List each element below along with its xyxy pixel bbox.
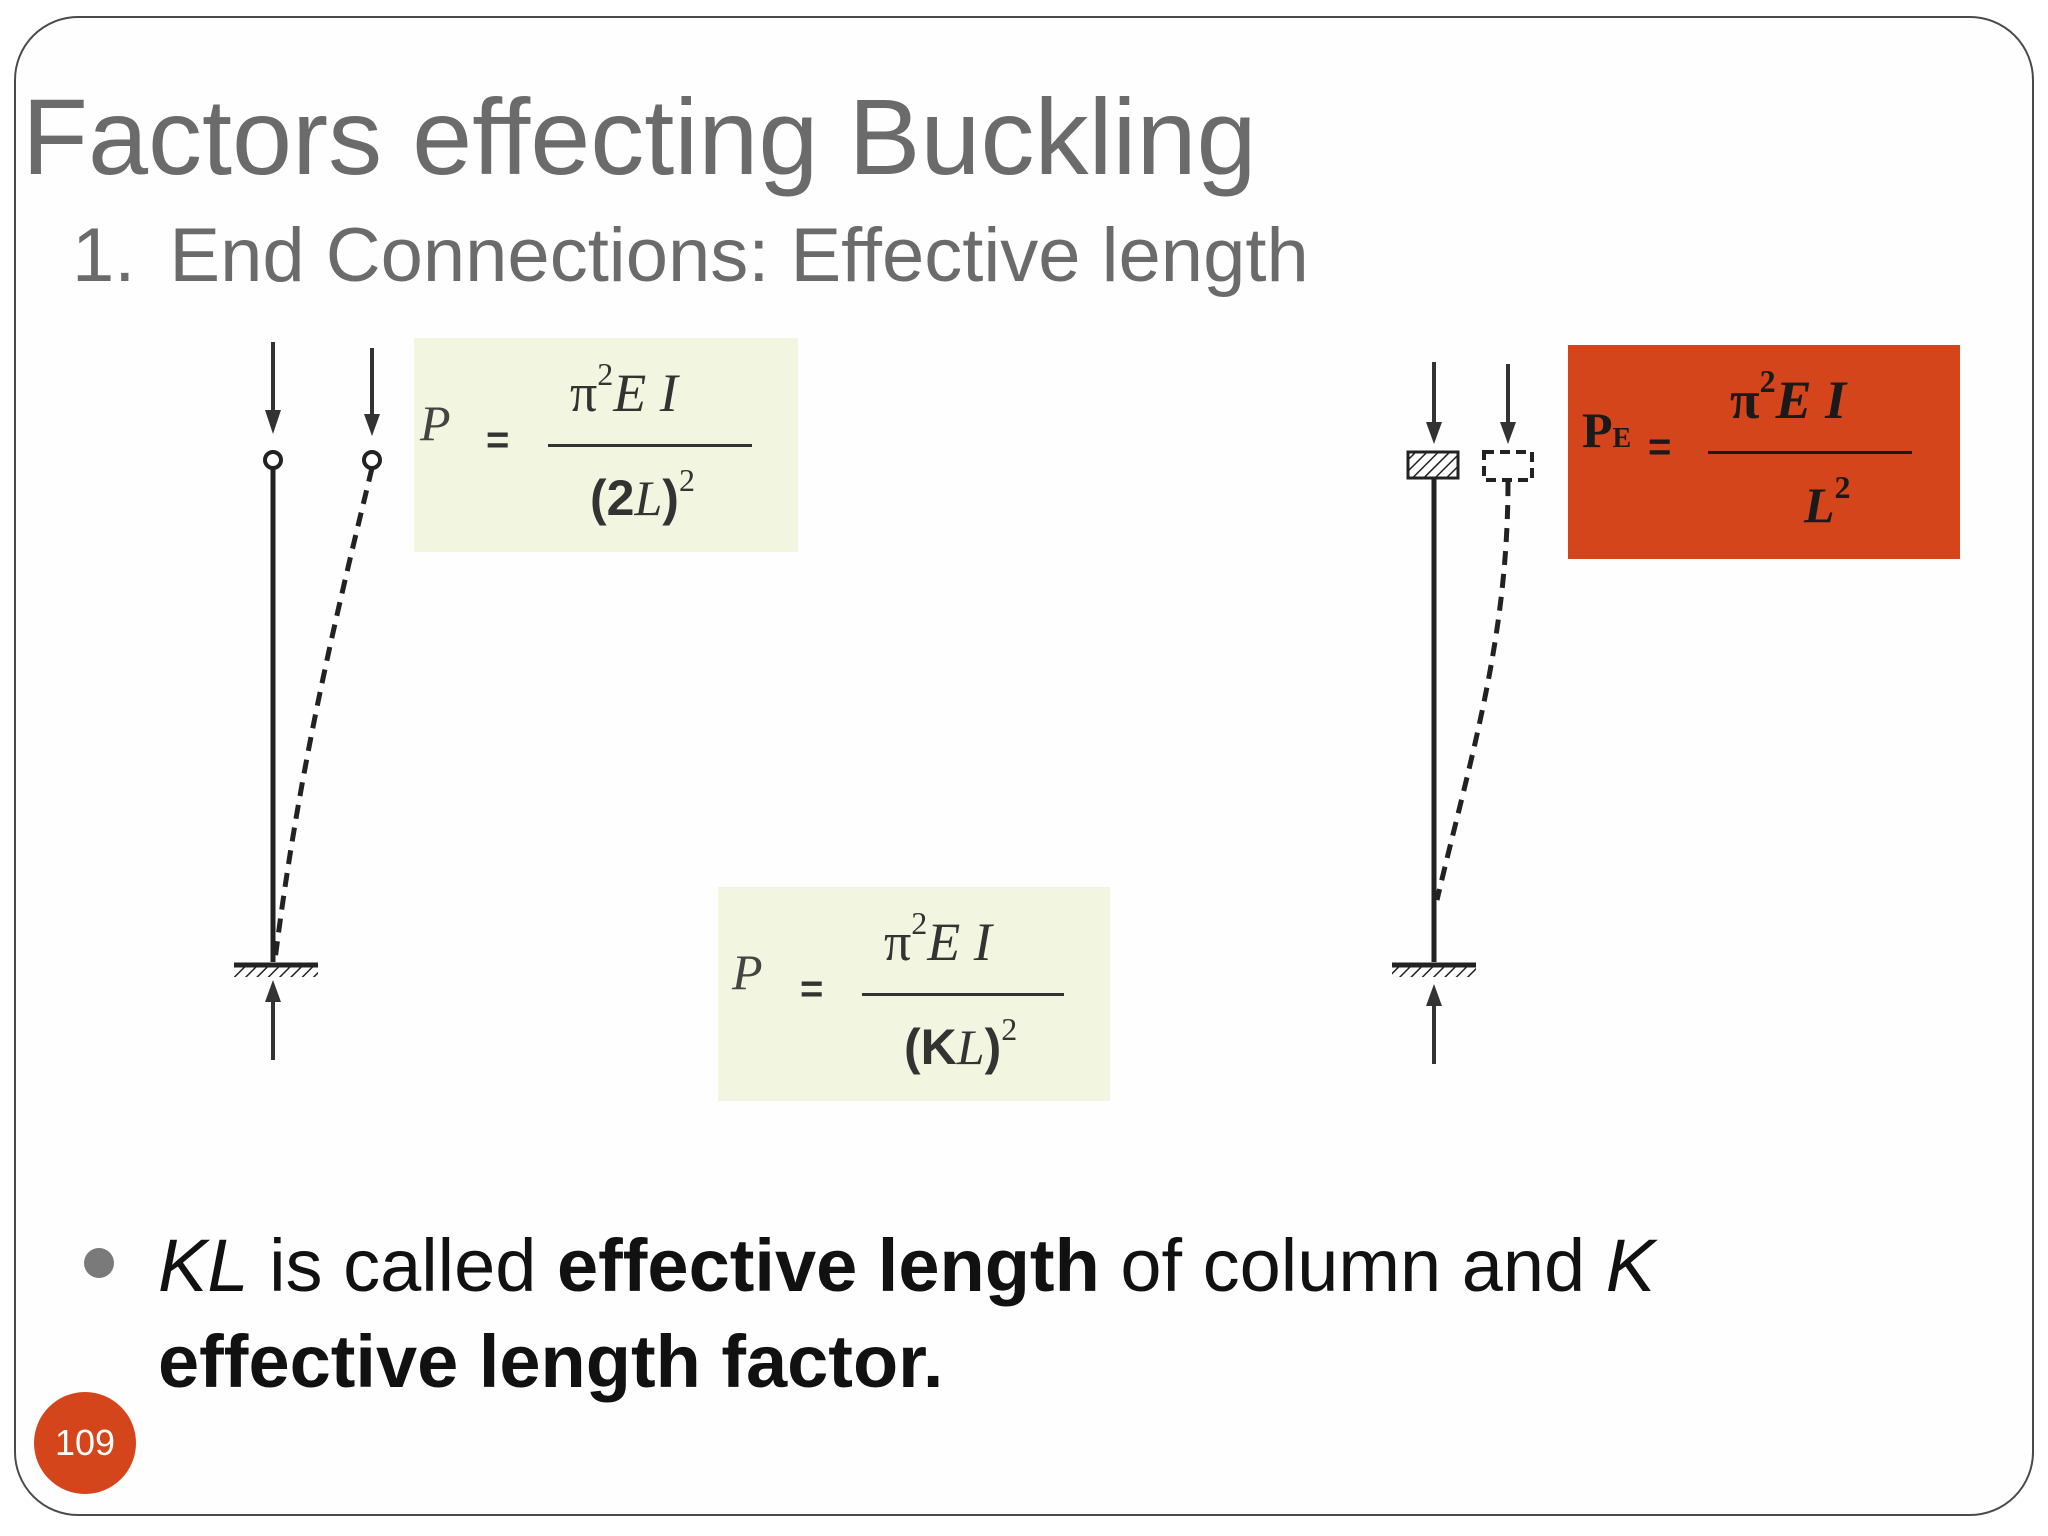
bullet-text-4: of column and xyxy=(1099,1224,1606,1307)
slide-subtitle: 1. End Connections: Effective length xyxy=(72,214,1309,298)
numerator-ei: E I xyxy=(1775,370,1847,430)
fraction-bar xyxy=(548,444,752,447)
pi-symbol: π xyxy=(570,363,598,423)
formula-lhs: P xyxy=(420,395,451,451)
slide-frame xyxy=(14,16,2034,1516)
denominator-var: L xyxy=(956,1019,985,1075)
numerator-ei: E I xyxy=(927,912,992,972)
bullet-dot-icon xyxy=(84,1248,114,1278)
denominator-close: ) xyxy=(984,1019,1002,1075)
fixed-base-hatch xyxy=(234,967,318,977)
page-number-badge: 109 xyxy=(34,1392,136,1494)
lhs-p: P xyxy=(1582,402,1613,458)
slide-title: Factors effecting Buckling xyxy=(22,76,1257,197)
column-diagram-fixed-free xyxy=(234,342,382,1060)
denominator-open: (2 xyxy=(590,470,635,526)
bullet-text-2: is called xyxy=(248,1224,557,1307)
subtitle-number: 1. xyxy=(72,213,136,298)
formula-numerator: π2E I xyxy=(570,356,678,424)
guided-top-support xyxy=(1406,450,1460,480)
column-diagram-fixed-fixed xyxy=(1392,362,1534,1064)
bullet-text: KL is called effective length of column … xyxy=(158,1218,1938,1410)
bullet-k: K xyxy=(1605,1224,1656,1307)
denominator-exponent: 2 xyxy=(1834,469,1851,505)
load-arrow-head xyxy=(1426,422,1442,444)
numerator-exponent: 2 xyxy=(597,356,614,392)
denominator-close: ) xyxy=(662,470,679,526)
formula-lhs: PE xyxy=(1582,401,1631,459)
numerator-exponent: 2 xyxy=(911,905,928,941)
reaction-arrow-head xyxy=(1426,984,1442,1006)
denominator-exponent: 2 xyxy=(1001,1011,1018,1047)
numerator-ei: E I xyxy=(613,363,678,423)
fraction-bar xyxy=(1708,451,1912,454)
formula-numerator: π2E I xyxy=(1730,363,1846,431)
load-arrow-head xyxy=(364,414,380,436)
load-arrow-head xyxy=(1500,422,1516,444)
pi-symbol: π xyxy=(884,912,912,972)
formula-equals: = xyxy=(486,418,510,462)
guided-top-support-displaced xyxy=(1482,450,1534,482)
pin-joint xyxy=(263,450,283,470)
denominator-open: (K xyxy=(904,1019,957,1075)
denominator-exponent: 2 xyxy=(678,462,695,498)
lhs-subscript: E xyxy=(1612,423,1632,454)
column-buckled xyxy=(1434,481,1511,901)
formula-denominator: (2L)2 xyxy=(590,462,695,527)
formula-box-euler: PE = π2E I L2 xyxy=(1568,345,1960,559)
numerator-exponent: 2 xyxy=(1759,363,1776,399)
formula-denominator: L2 xyxy=(1804,469,1851,534)
pi-symbol: π xyxy=(1730,370,1760,430)
reaction-arrow-head xyxy=(265,980,281,1002)
fixed-base-hatch xyxy=(1392,967,1476,977)
bullet-factor: effective length factor. xyxy=(158,1320,944,1403)
subtitle-text: End Connections: Effective length xyxy=(169,213,1309,298)
formula-numerator: π2E I xyxy=(884,905,992,973)
formula-box-2l: P = π2E I (2L)2 xyxy=(414,338,798,552)
formula-lhs: P xyxy=(732,944,763,1000)
pin-joint xyxy=(362,450,382,470)
formula-equals: = xyxy=(800,967,824,1011)
formula-denominator: (KL)2 xyxy=(904,1011,1017,1076)
formula-equals: = xyxy=(1648,425,1672,469)
denominator-var: L xyxy=(634,470,663,526)
formula-box-kl: P = π2E I (KL)2 xyxy=(718,887,1110,1101)
bullet-effective-length: effective length xyxy=(556,1224,1100,1307)
load-arrow-head xyxy=(265,410,281,434)
column-buckled xyxy=(272,467,375,961)
bullet-kl: KL xyxy=(158,1224,249,1307)
denominator-var: L xyxy=(1804,477,1835,533)
fraction-bar xyxy=(862,993,1064,996)
